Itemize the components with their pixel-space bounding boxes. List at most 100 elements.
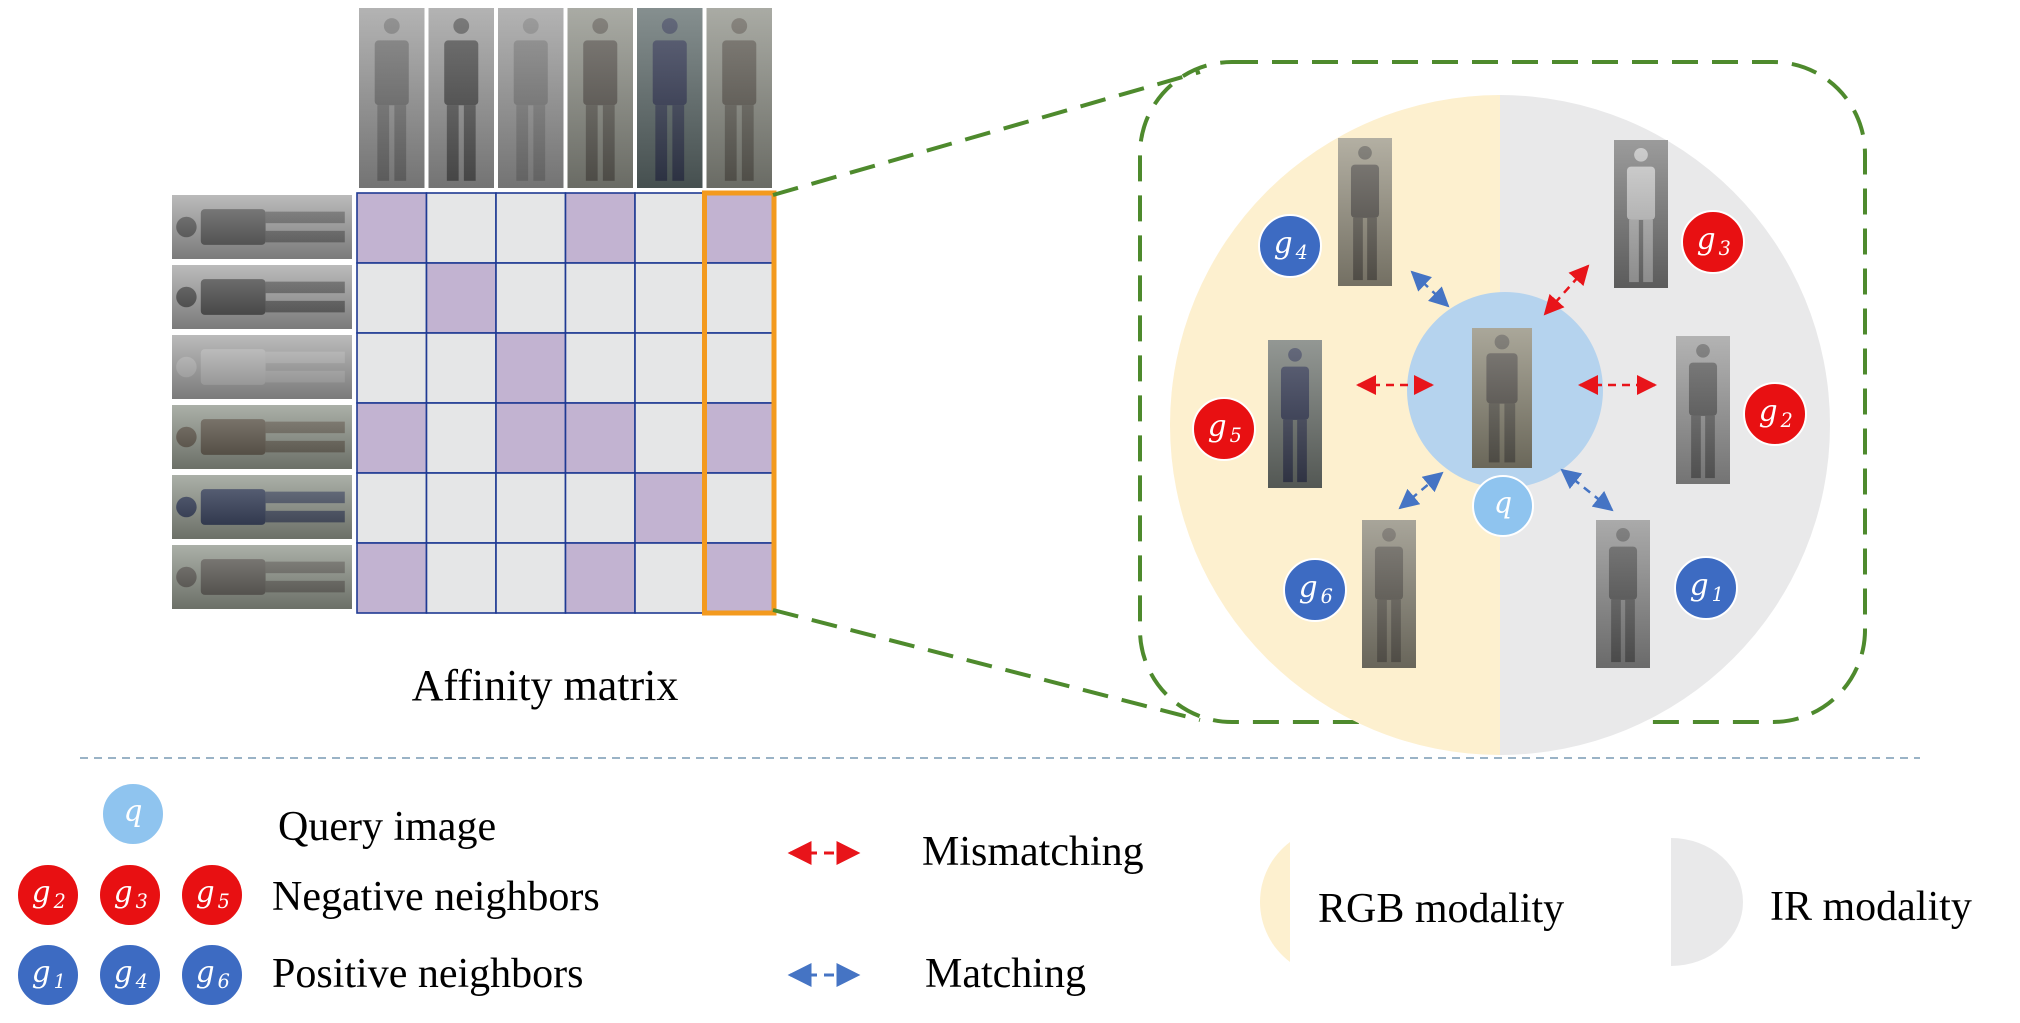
badge-g3-letter: g bbox=[1697, 222, 1716, 256]
neighbor-image-g3-shade bbox=[1614, 140, 1668, 288]
matrix-cell-r5-c1 bbox=[425, 542, 497, 614]
legend-negative-label: Negative neighbors bbox=[272, 874, 600, 920]
neighbor-images bbox=[1268, 138, 1730, 668]
legend-badge-neg-g3-letter: g bbox=[114, 875, 133, 909]
matrix-cell-r4-c4 bbox=[634, 472, 706, 544]
badge-g5-circle bbox=[1192, 397, 1256, 461]
highlighted-column bbox=[702, 190, 777, 616]
top-image-6 bbox=[706, 8, 772, 188]
badge-g5-letter: g bbox=[1208, 409, 1227, 443]
top-image-1-shade bbox=[359, 8, 425, 188]
legend-badge-neg-g2-subscript: 2 bbox=[53, 890, 66, 913]
matrix-cell-r3-c4 bbox=[634, 402, 706, 474]
badge-g4-letter: g bbox=[1274, 226, 1293, 260]
neighbor-image-g6 bbox=[1362, 520, 1416, 668]
badge-g4-subscript: 4 bbox=[1295, 241, 1308, 264]
query-person-image-shade bbox=[1472, 328, 1532, 468]
badge-g3-circle bbox=[1681, 210, 1745, 274]
zoom-connector-bottom bbox=[772, 608, 1201, 722]
left-query-images bbox=[172, 195, 352, 609]
badge-query-circle bbox=[1472, 475, 1534, 537]
legend-badge-query: q bbox=[101, 782, 165, 846]
matrix-cell-r5-c0 bbox=[356, 542, 428, 614]
badge-g2-letter: g bbox=[1759, 394, 1778, 428]
legend-badge-pos-g4-subscript: 4 bbox=[135, 970, 148, 993]
legend-badge-neg-g3-circle bbox=[98, 863, 162, 927]
legend-positive-label: Positive neighbors bbox=[272, 951, 584, 997]
matrix-cell-r4-c2 bbox=[495, 472, 567, 544]
top-image-5 bbox=[637, 8, 703, 188]
query-person-image bbox=[1472, 328, 1532, 468]
left-image-3 bbox=[172, 335, 352, 399]
left-image-5 bbox=[172, 475, 352, 539]
matrix-cell-r5-c4 bbox=[634, 542, 706, 614]
top-image-3 bbox=[498, 8, 564, 188]
badge-query: q bbox=[1472, 475, 1534, 537]
top-image-6-shade bbox=[706, 8, 772, 188]
neighbor-image-g4-shade bbox=[1338, 138, 1392, 286]
top-image-1 bbox=[359, 8, 425, 188]
left-image-2-shade bbox=[172, 265, 352, 329]
badge-query-letter: q bbox=[1494, 487, 1512, 520]
legend-ir-swatch bbox=[1671, 838, 1743, 966]
left-image-1-shade bbox=[172, 195, 352, 259]
arrow-g3-query bbox=[1543, 264, 1590, 316]
matrix-cell-r0-c5 bbox=[703, 192, 775, 264]
left-image-1 bbox=[172, 195, 352, 259]
matrix-cell-r3-c0 bbox=[356, 402, 428, 474]
badge-g6-subscript: 6 bbox=[1321, 585, 1333, 608]
legend-badge-pos-g4-letter: g bbox=[114, 955, 133, 989]
legend-badge-neg-g5-circle bbox=[180, 863, 244, 927]
top-gallery-images bbox=[359, 8, 772, 188]
matrix-cell-r1-c1 bbox=[425, 262, 497, 334]
legend-badge-pos-g6-circle bbox=[180, 943, 244, 1007]
neighbor-image-g3 bbox=[1614, 140, 1668, 288]
neighbor-image-g2 bbox=[1676, 336, 1730, 484]
matrix-caption: Affinity matrix bbox=[412, 661, 679, 710]
legend-rgb-label: RGB modality bbox=[1318, 886, 1564, 932]
legend-badge-neg-g5-subscript: 5 bbox=[218, 890, 230, 913]
neighbor-arrows bbox=[1356, 264, 1657, 512]
matrix-cell-r5-c2 bbox=[495, 542, 567, 614]
matrix-cell-r3-c2 bbox=[495, 402, 567, 474]
legend-badge-neg-g2-circle bbox=[16, 863, 80, 927]
left-image-6-shade bbox=[172, 545, 352, 609]
matrix-cell-r0-c4 bbox=[634, 192, 706, 264]
matrix-cell-r1-c4 bbox=[634, 262, 706, 334]
badge-g1-letter: g bbox=[1690, 568, 1709, 602]
badge-g6-letter: g bbox=[1299, 570, 1318, 604]
badge-g2-subscript: 2 bbox=[1780, 409, 1793, 432]
zoom-connector-top bbox=[772, 70, 1201, 197]
neighbor-image-g1-shade bbox=[1596, 520, 1650, 668]
matrix-cell-r3-c5 bbox=[703, 402, 775, 474]
legend-ir-label: IR modality bbox=[1770, 884, 1972, 930]
badge-g6-circle bbox=[1283, 558, 1347, 622]
neighbor-image-g4 bbox=[1338, 138, 1392, 286]
legend-query-label: Query image bbox=[278, 804, 496, 850]
top-image-4-shade bbox=[567, 8, 633, 188]
matrix-cell-r4-c1 bbox=[425, 472, 497, 544]
top-image-3-shade bbox=[498, 8, 564, 188]
matrix-cell-r2-c3 bbox=[564, 332, 636, 404]
matrix-cell-r3-c3 bbox=[564, 402, 636, 474]
neighbor-image-g2-shade bbox=[1676, 336, 1730, 484]
top-image-4 bbox=[567, 8, 633, 188]
neighbor-image-g5-shade bbox=[1268, 340, 1322, 488]
legend-badge-pos-g4-circle bbox=[98, 943, 162, 1007]
left-image-5-shade bbox=[172, 475, 352, 539]
legend-badge-query-letter: q bbox=[124, 794, 143, 828]
neighbor-image-g1 bbox=[1596, 520, 1650, 668]
matrix-cell-r2-c0 bbox=[356, 332, 428, 404]
matrix-cell-r5-c3 bbox=[564, 542, 636, 614]
badge-g5-subscript: 5 bbox=[1230, 424, 1242, 447]
